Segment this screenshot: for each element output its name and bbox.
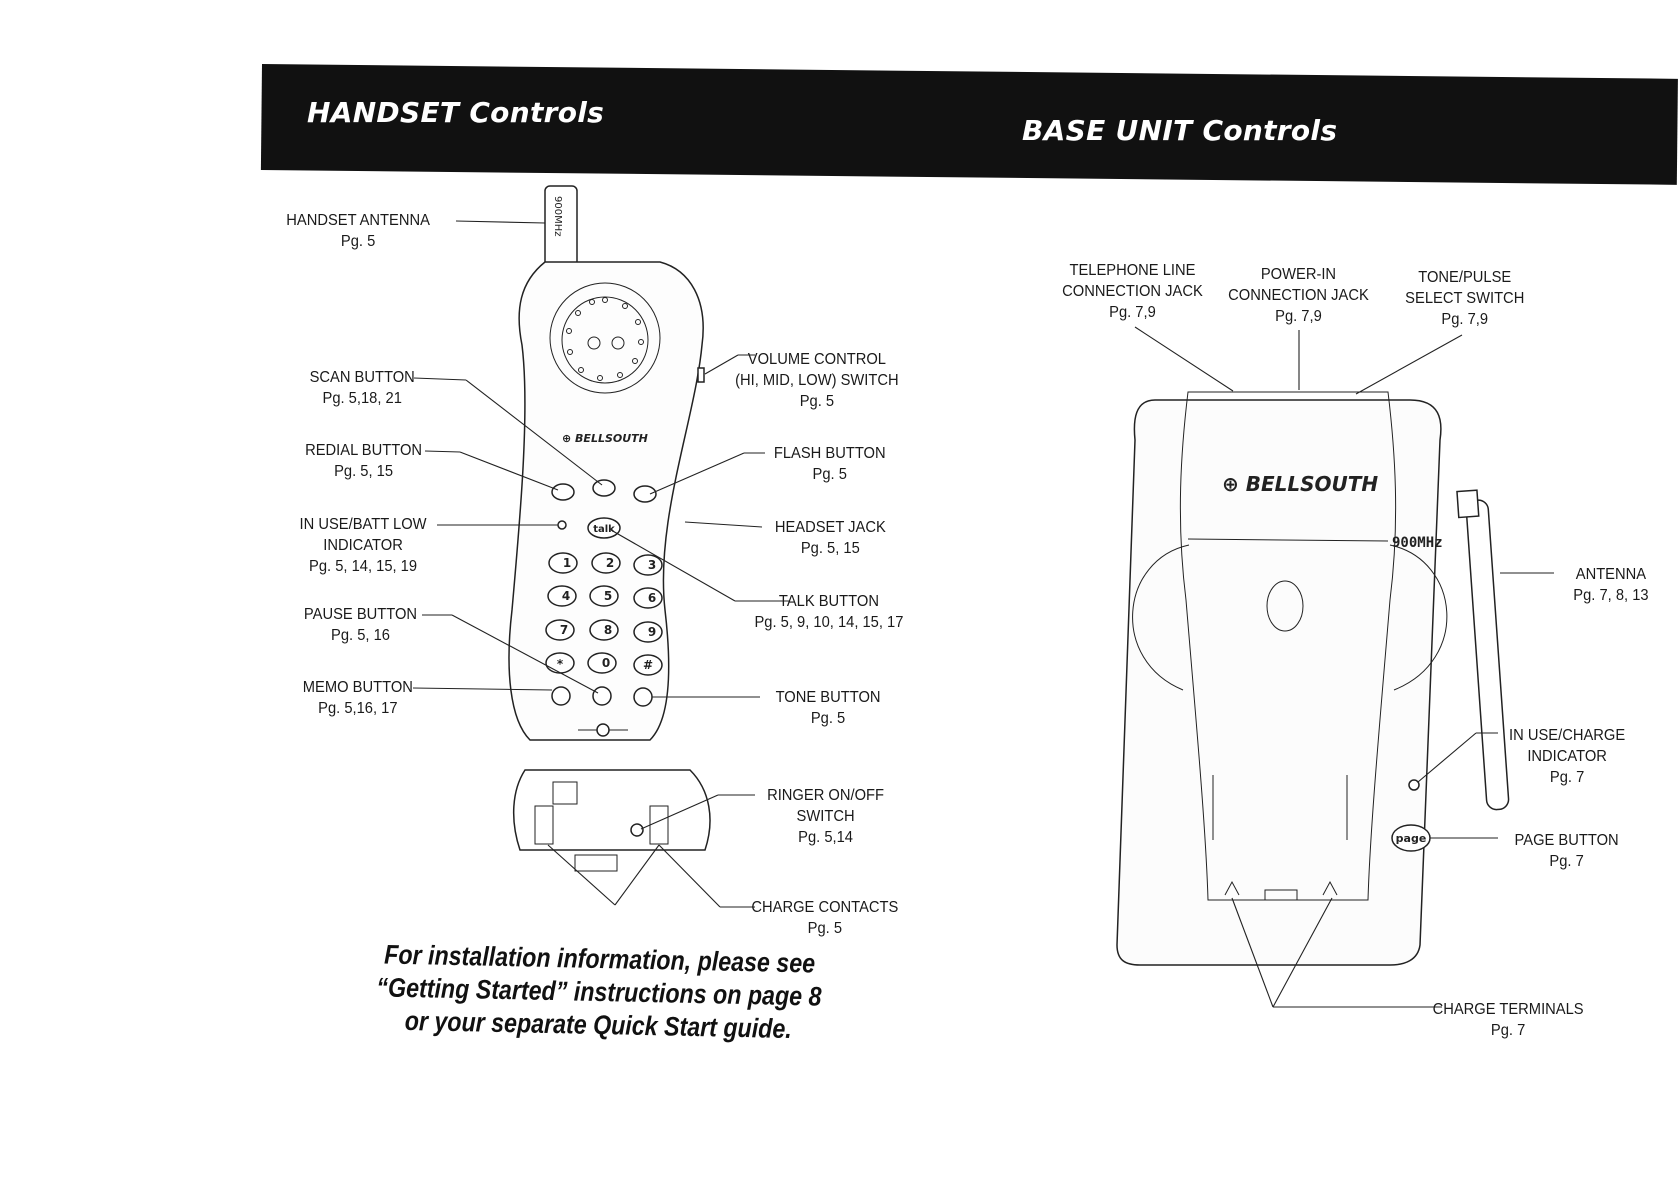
key-2-label: 2 (606, 556, 614, 570)
handset-cradle (1179, 391, 1397, 901)
handset-controls-title: HANDSET Controls (307, 96, 605, 129)
in-use-batt-low-led (557, 520, 567, 530)
bottom-slot-left (534, 805, 554, 845)
in-use-charge-led (1408, 779, 1420, 791)
handset-bottom-view (512, 769, 711, 872)
installation-note: For installation information, please see… (374, 938, 823, 1046)
bottom-tab (574, 854, 618, 872)
base-illustration: ⊕ BELLSOUTH 900MHz page (1116, 391, 1510, 966)
key-5-label: 5 (604, 589, 612, 603)
key-hash[interactable] (633, 654, 663, 676)
keypad: 1 2 3 4 5 6 7 8 9 * 0 # (545, 552, 663, 676)
key-hash-label: # (643, 658, 653, 672)
key-1[interactable] (548, 552, 578, 574)
key-3-label: 3 (648, 558, 656, 572)
key-4[interactable] (547, 585, 577, 607)
key-9[interactable] (633, 621, 663, 643)
key-2[interactable] (591, 552, 621, 574)
key-7-label: 7 (560, 623, 568, 637)
tone-button[interactable] (633, 687, 653, 707)
key-6[interactable] (633, 587, 663, 609)
key-6-label: 6 (648, 591, 656, 605)
key-0-label: 0 (602, 656, 610, 670)
key-4-label: 4 (562, 589, 570, 603)
page-key-label: page (1396, 832, 1427, 845)
key-9-label: 9 (648, 625, 656, 639)
base-brand-logo: ⊕ BELLSOUTH (1222, 472, 1378, 496)
base-leader-lines (1134, 326, 1554, 1008)
cradle-notch (1264, 889, 1298, 901)
handset-brand-logo: ⊕ BELLSOUTH (562, 432, 648, 445)
talk-button[interactable] (587, 517, 621, 539)
cradle-hole (1266, 580, 1304, 632)
base-antenna (1456, 489, 1510, 811)
key-star-label: * (557, 657, 564, 671)
pause-button[interactable] (592, 686, 612, 706)
key-3[interactable] (633, 554, 663, 576)
volume-switch (697, 367, 705, 383)
antenna-marking: 900MHz (552, 196, 563, 236)
earpiece-outer (549, 282, 661, 394)
microphone-icon (596, 723, 610, 737)
key-1-label: 1 (563, 556, 571, 570)
earpiece-holes (566, 297, 644, 381)
handset-bottom-outline (512, 769, 711, 851)
redial-button[interactable] (551, 483, 575, 501)
charge-terminal-right (1322, 880, 1338, 896)
talk-key-label: talk (593, 524, 615, 535)
key-8-label: 8 (604, 623, 612, 637)
charge-terminal-left (1224, 880, 1240, 896)
cradle-wing-left (1132, 544, 1190, 691)
cradle-wing-right (1389, 544, 1448, 691)
memo-button[interactable] (551, 686, 571, 706)
scan-button[interactable] (592, 479, 616, 497)
key-5[interactable] (589, 585, 619, 607)
key-7[interactable] (545, 619, 575, 641)
key-8[interactable] (589, 619, 619, 641)
handset-leader-lines (412, 220, 790, 908)
ringer-switch-icon (630, 823, 644, 837)
base-unit-controls-title: BASE UNIT Controls (1022, 114, 1338, 147)
key-0[interactable] (587, 652, 617, 674)
base-marking: 900MHz (1392, 535, 1443, 551)
flash-button[interactable] (633, 485, 657, 503)
bottom-battery-compartment (552, 781, 578, 805)
handset-illustration: 900MHz ⊕ BELLSOUTH talk (508, 185, 705, 741)
base-body (1116, 399, 1442, 966)
cradle-divider (1187, 538, 1389, 542)
